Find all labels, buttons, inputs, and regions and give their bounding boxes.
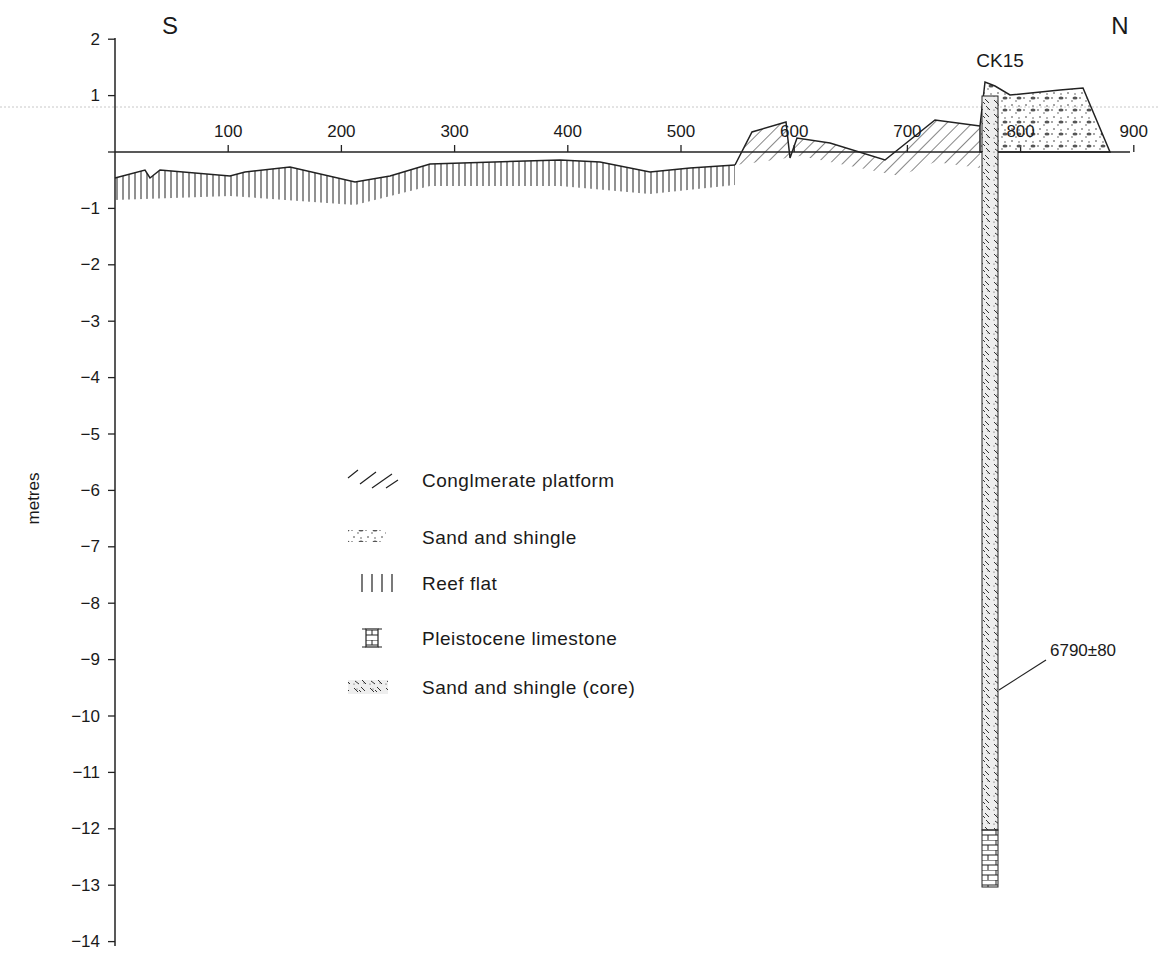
axis-value: −2 [81,256,100,273]
axis-value: −3 [81,313,100,330]
axis-value: −9 [81,651,100,668]
axis-value: 2 [91,31,100,48]
legend-text: Sand and shingle [422,528,577,547]
axis-value: −4 [81,369,100,386]
axis-value: 700 [893,123,921,140]
legend-text: Pleistocene limestone [422,629,617,648]
axis-value: 100 [214,123,242,140]
legend-text: Conglmerate platform [422,471,615,490]
legend-text: Sand and shingle (core) [422,678,635,697]
axis-value: −7 [81,538,100,555]
legend-samples [348,470,398,694]
axis-value: 600 [780,123,808,140]
direction-label: N [1111,14,1128,38]
axis-value: −12 [71,820,100,837]
axis-title: metres [26,472,43,524]
axis-value: −6 [81,482,100,499]
axis-value: 900 [1120,123,1148,140]
axis-value: −8 [81,595,100,612]
axis-value: 200 [327,123,355,140]
axis-value: 300 [440,123,468,140]
axis-value: −14 [71,933,100,950]
legend-text: Reef flat [422,574,497,593]
axis-value: 500 [667,123,695,140]
core-name: CK15 [976,51,1024,70]
axis-value: −10 [71,708,100,725]
axis-value: 800 [1006,123,1034,140]
axis-value: 400 [554,123,582,140]
axis-value: −5 [81,426,100,443]
radiocarbon-date: 6790±80 [1050,642,1116,659]
axis-value: −11 [72,764,100,781]
direction-label: S [162,14,178,38]
axis-value: −1 [81,200,100,217]
axis-value: −13 [71,877,100,894]
axis-value: 1 [91,87,100,104]
